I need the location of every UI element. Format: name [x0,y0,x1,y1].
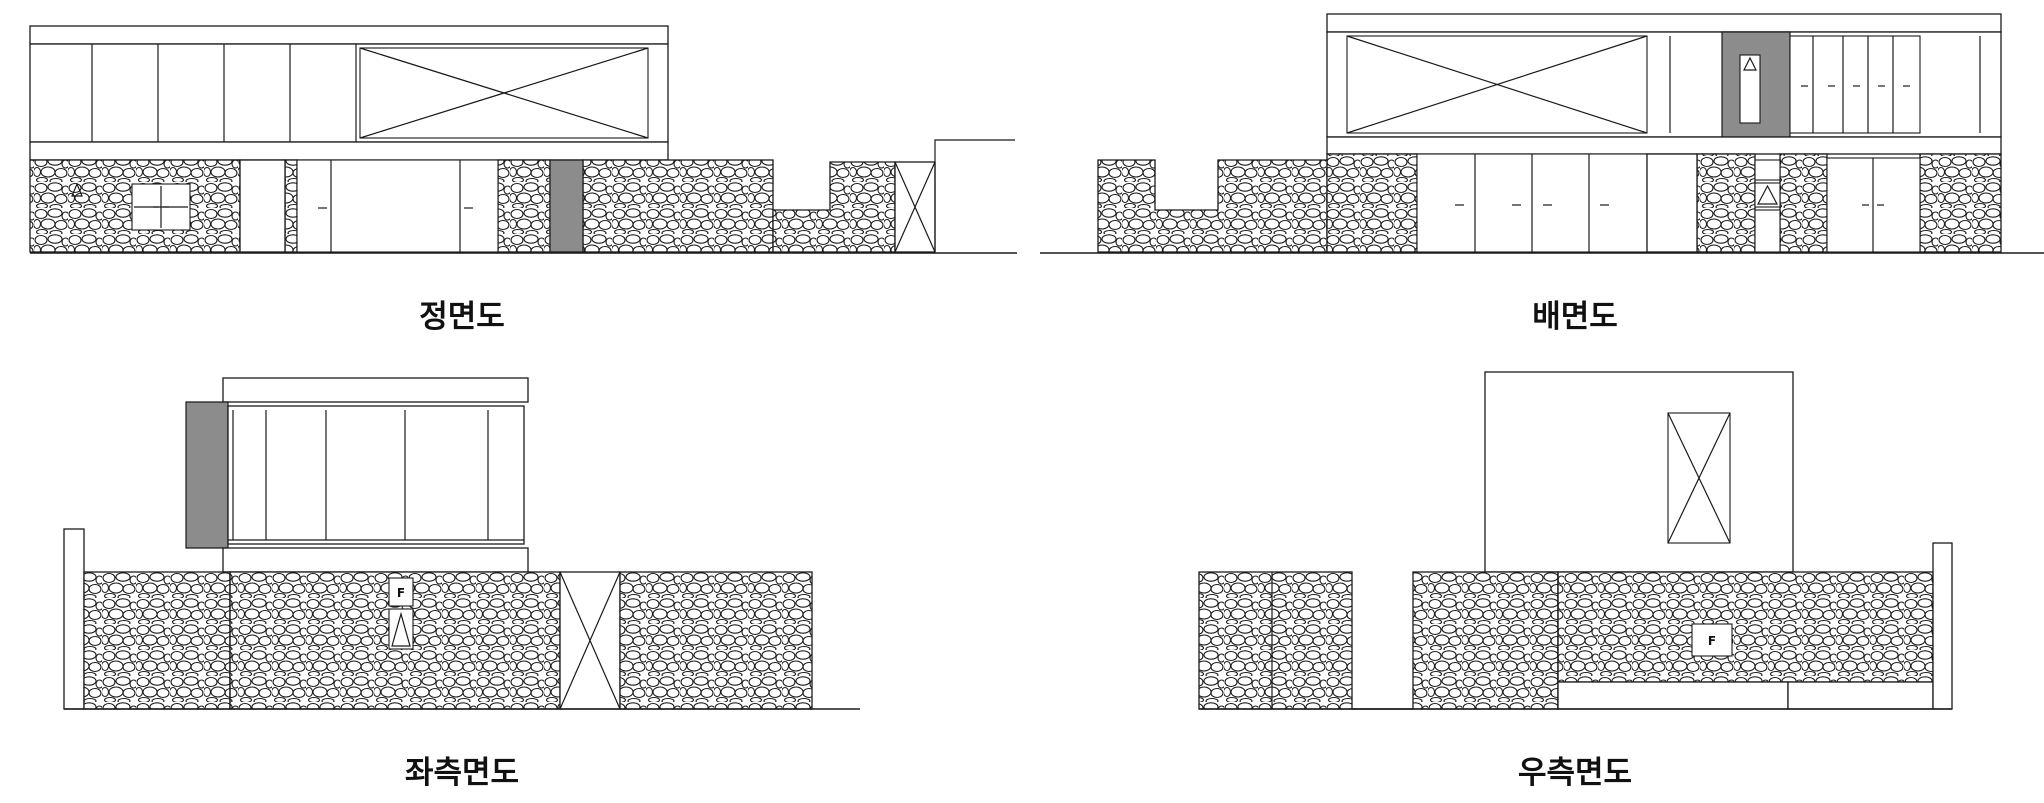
left-vent-triangle-icon [391,611,411,647]
right-boundary-post [1932,542,1953,710]
left-meter-box: F [388,577,414,650]
front-fixed-window-x [359,47,649,139]
front-stone-pier-b [497,159,551,253]
right-fixed-window-x [1667,412,1731,544]
rear-stone-wall-c [1779,153,1828,253]
left-elevation-label: 좌측면도 [405,755,519,791]
right-meter-label: F [1708,634,1716,648]
rear-stone-wall-a [1326,153,1418,253]
rear-lower-glazing-left [1416,153,1648,253]
front-stone-wall-mid [582,159,774,253]
rear-folding-glazing [1789,35,1921,134]
front-vent-triangle-icon [71,182,83,197]
right-stone-wall-a [1412,571,1559,710]
right-stone-fence [1198,571,1353,710]
left-gate-x [559,571,621,710]
front-upper-glazing [91,44,357,142]
left-grey-panel [185,401,229,549]
front-elevation [29,25,1017,254]
rear-fixed-window-x [1346,35,1648,134]
left-upper-glazing [227,405,525,545]
rear-grey-stair-panel [1721,31,1791,138]
rear-stone-wall-b [1696,153,1756,253]
front-neighbor-wall [934,139,1015,252]
front-elevation-label: 정면도 [419,299,505,335]
front-gate-x [894,161,936,253]
right-elevation-label: 우측면도 [1518,755,1632,791]
rear-column [1646,153,1698,253]
right-meter-box: F [1691,623,1733,657]
left-boundary-post [63,528,85,710]
right-stone-wall-b [1557,571,1934,683]
right-plinth-a [1557,681,1789,710]
left-stone-fence [619,571,813,710]
front-roof-slab [29,25,669,45]
left-elevation: F [63,377,860,710]
left-stone-wall-a [83,571,231,710]
right-elevation: F [1198,371,1953,710]
rear-elevation-label: 배면도 [1532,299,1618,335]
right-plinth-b [1787,681,1934,710]
front-small-window [131,183,191,231]
front-column [239,159,286,253]
rear-door-with-vent [1754,159,1781,253]
rear-floor-band [1326,136,2002,155]
rear-stone-wall-d [1919,153,2002,253]
front-dark-panel [549,159,584,253]
front-stone-pier-a [284,159,298,253]
rear-roof-slab [1326,13,2002,33]
left-roof-slab [222,377,529,403]
left-meter-label: F [397,586,405,600]
front-entrance-glazing [296,159,499,253]
front-floor-band [29,141,669,161]
left-floor-band [222,547,529,573]
right-upper-volume [1484,371,1794,573]
front-stone-fence [772,161,896,253]
rear-stone-fence [1097,159,1328,253]
rear-lower-glazing-right [1826,157,1921,253]
rear-elevation [1040,13,2044,254]
